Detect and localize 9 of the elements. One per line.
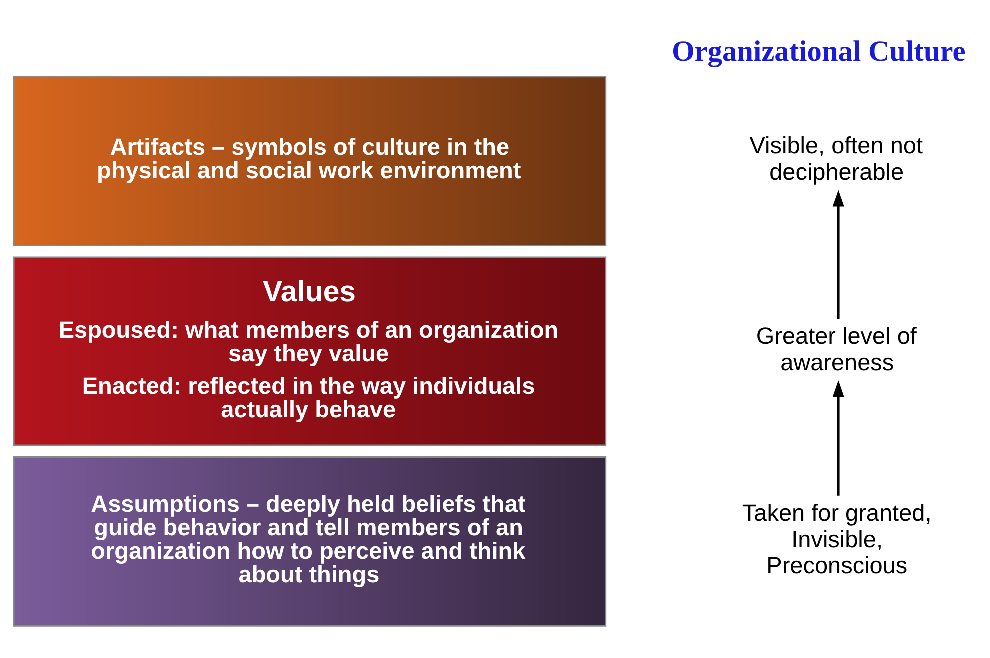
node-box: Assumptions – deeply held beliefs that guide behavior and tell members of an organization how to perceive and think about things bbox=[13, 456, 607, 626]
node-box: Artifacts – symbols of culture in the physical and social work environment bbox=[13, 76, 607, 246]
node-text: Greater level of awareness bbox=[756, 322, 917, 375]
arrow bbox=[832, 380, 844, 496]
arrow bbox=[832, 190, 844, 319]
node-box: Values Espoused: what members of an organization say they value Enacted: reflected in the way individuals actually behave bbox=[13, 256, 607, 446]
diagram-title: Organizational Culture bbox=[672, 35, 966, 68]
node-text: Visible, often not decipherable bbox=[750, 132, 923, 185]
node-text: Taken for granted, Invisible, Preconscious bbox=[742, 499, 932, 578]
